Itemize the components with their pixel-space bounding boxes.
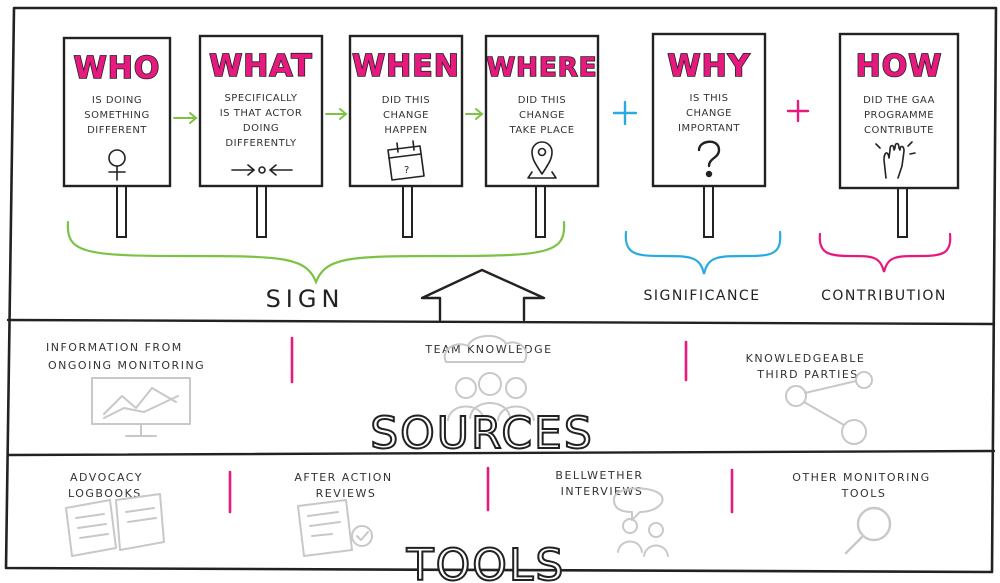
sign-brace	[66, 220, 566, 286]
tool-text: ADVOCACY LOGBOOKS	[68, 471, 148, 500]
tool-label-aar: AFTER ACTION	[294, 471, 392, 484]
sign-who: WHO IS DOING SOMETHING DIFFERENT	[62, 36, 172, 238]
sign-text: DID THIS	[382, 95, 430, 106]
sign-text: DID THE GAA	[863, 95, 935, 106]
team-icon	[443, 335, 535, 421]
person-icon	[108, 149, 126, 181]
sign-text: CHANGE	[686, 108, 732, 119]
sign-title: WHEN	[352, 49, 460, 84]
tool-label-other-2: TOOLS	[841, 487, 887, 500]
sign-text: IS DOING	[92, 95, 142, 106]
tool-label-bellwether-2: INTERVIEWS	[561, 485, 644, 498]
up-arrow-icon	[420, 268, 546, 322]
svg-text:?: ?	[404, 165, 409, 176]
sign-how: HOW DID THE GAA PROGRAMME CONTRIBUTE	[838, 32, 960, 238]
sign-text: CHANGE	[519, 110, 565, 121]
tool-label-logbooks: ADVOCACY	[70, 471, 143, 484]
monitoring-chart-icon	[91, 377, 191, 437]
tool-text: OTHER MONITORING TOOLS	[792, 471, 935, 500]
divider-middle	[6, 449, 996, 457]
significance-brace	[624, 230, 782, 275]
sign-text: PROGRAMME	[864, 110, 934, 121]
source-label-third-parties: KNOWLEDGEABLE	[746, 352, 866, 365]
sign-title: HOW	[856, 49, 943, 84]
sign-text: SPECIFICALLY	[224, 93, 297, 104]
sign-connector-arrows	[173, 108, 484, 124]
tool-text: BELLWETHER INTERVIEWS	[555, 469, 648, 498]
tool-label-logbooks-2: LOGBOOKS	[68, 487, 142, 500]
sign-text: DIFFERENTLY	[225, 138, 297, 149]
significance-label: SIGNIFICANCE	[643, 288, 760, 304]
sign-when: WHEN DID THIS CHANGE HAPPEN ?	[348, 34, 464, 238]
contribution-label: CONTRIBUTION	[821, 288, 947, 304]
sign-text: CONTRIBUTE	[864, 125, 934, 136]
sign-text: SOMETHING	[84, 110, 149, 121]
question-mark-icon	[697, 140, 721, 178]
sign-label: SIGN	[266, 285, 345, 313]
checklist-icon	[297, 499, 373, 557]
plus-icon	[786, 99, 810, 123]
location-pin-icon	[527, 141, 557, 179]
tool-label-other: OTHER MONITORING	[792, 471, 930, 484]
sign-title: WHO	[74, 51, 161, 86]
source-text: KNOWLEDGEABLE THIRD PARTIES	[746, 352, 871, 381]
calendar-icon: ?	[387, 140, 425, 181]
contribution-brace	[818, 232, 952, 273]
sign-why: WHY IS THIS CHANGE IMPORTANT	[651, 32, 767, 238]
source-label-monitoring: INFORMATION FROM	[46, 341, 183, 354]
sign-text: DID THIS	[518, 95, 566, 106]
tool-label-bellwether: BELLWETHER	[555, 469, 643, 482]
hand-icon	[875, 141, 916, 179]
source-label-team: TEAM KNOWLEDGE	[424, 343, 552, 356]
sign-text: IMPORTANT	[678, 123, 740, 134]
tool-text: AFTER ACTION REVIEWS	[294, 471, 397, 500]
source-label-third-parties-2: THIRD PARTIES	[756, 368, 859, 381]
magnifier-icon	[844, 506, 892, 555]
sources-title: SOURCES	[370, 408, 594, 459]
sign-text: TAKE PLACE	[508, 125, 574, 136]
sign-text: IS THAT ACTOR	[220, 108, 303, 119]
divider-top	[6, 318, 996, 326]
arrows-icon	[231, 164, 293, 176]
sign-title: WHAT	[209, 49, 313, 84]
plus-icon	[612, 100, 638, 126]
sign-text: DOING	[243, 123, 279, 134]
sign-text: HAPPEN	[384, 125, 427, 136]
sign-what: WHAT SPECIFICALLY IS THAT ACTOR DOING DI…	[198, 34, 324, 238]
book-icon	[65, 493, 165, 557]
tools-title: TOOLS	[406, 540, 566, 583]
tool-label-aar-2: REVIEWS	[316, 487, 377, 500]
source-label-monitoring-2: ONGOING MONITORING	[48, 359, 205, 372]
source-text: INFORMATION FROM ONGOING MONITORING	[46, 341, 205, 372]
interview-icon	[613, 487, 669, 557]
sign-text: DIFFERENT	[87, 125, 147, 136]
network-icon	[785, 371, 873, 445]
sign-text: CHANGE	[383, 110, 429, 121]
sign-title: WHY	[668, 49, 751, 84]
sign-where: WHERE DID THIS CHANGE TAKE PLACE	[484, 34, 600, 238]
sign-text: IS THIS	[690, 93, 729, 104]
sign-title: WHERE	[487, 53, 598, 83]
outer-frame	[4, 6, 998, 574]
